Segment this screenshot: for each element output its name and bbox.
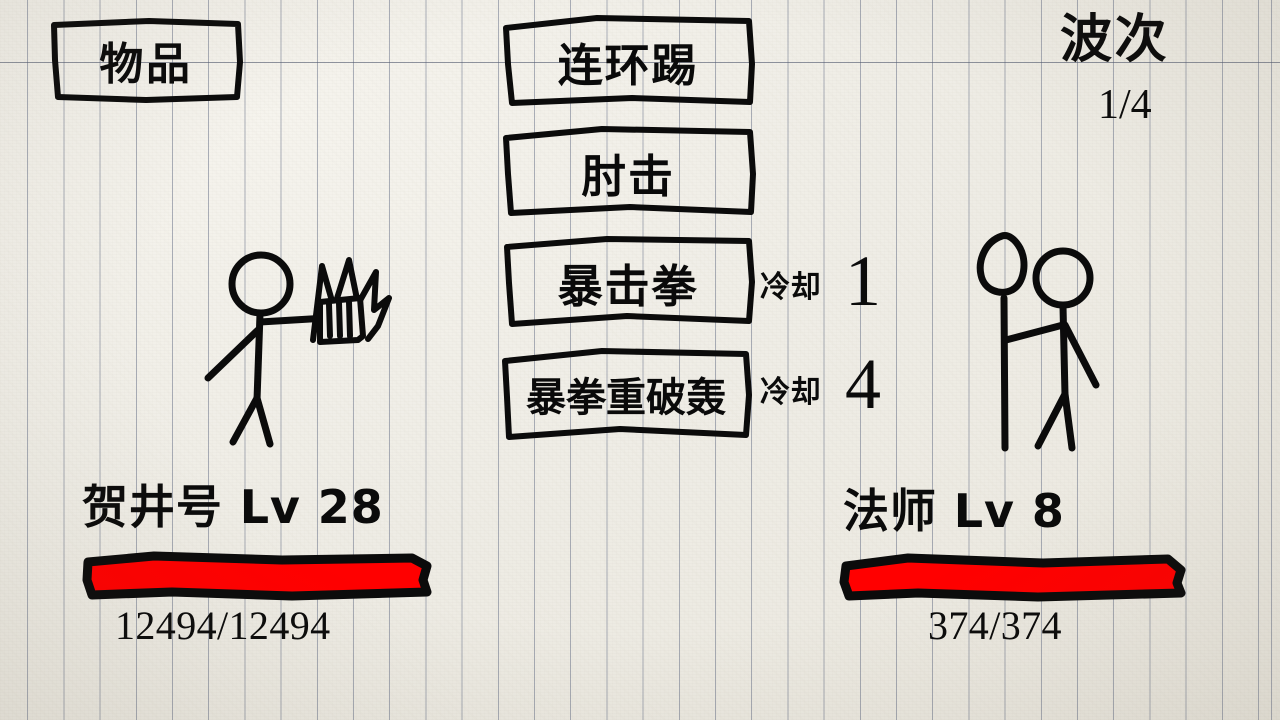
player-stick-figure: [200, 230, 400, 460]
enemy-hp-text: 374/374: [928, 603, 1062, 648]
items-button-label: 物品: [99, 39, 193, 90]
skill-3-cooldown-label: 冷却: [760, 270, 822, 305]
skill-2-label: 肘击: [581, 149, 675, 203]
skill-3-label: 暴击拳: [557, 259, 699, 313]
player-name-level: 贺井号 Lv 28: [82, 480, 384, 534]
enemy-name-level: 法师 Lv 8: [843, 484, 1065, 538]
skill-4-cooldown-value: 4: [845, 344, 881, 424]
wave-label: 波次: [1060, 10, 1170, 70]
skill-4-label: 暴拳重破轰: [526, 375, 726, 421]
skill-1-label: 连环踢: [557, 38, 699, 92]
player-hp-text: 12494/12494: [115, 603, 331, 648]
skill-button-1[interactable]: 连环踢: [502, 14, 755, 108]
skill-button-4[interactable]: 暴拳重破轰: [500, 348, 752, 440]
items-button[interactable]: 物品: [50, 18, 243, 103]
mage-orb: [976, 232, 1028, 296]
paper-horizontal-rule-line: [0, 62, 1280, 63]
skill-3-cooldown-value: 1: [845, 241, 881, 321]
enemy-hp-bar: [838, 550, 1186, 602]
mage-staff: [1000, 294, 1009, 452]
wave-value: 1/4: [1098, 82, 1152, 128]
enemy-stick-figure: [950, 220, 1140, 460]
skill-button-3[interactable]: 暴击拳: [502, 236, 755, 328]
skill-button-2[interactable]: 肘击: [502, 126, 756, 218]
player-hp-bar: [82, 548, 432, 601]
skill-4-cooldown-label: 冷却: [760, 375, 822, 410]
